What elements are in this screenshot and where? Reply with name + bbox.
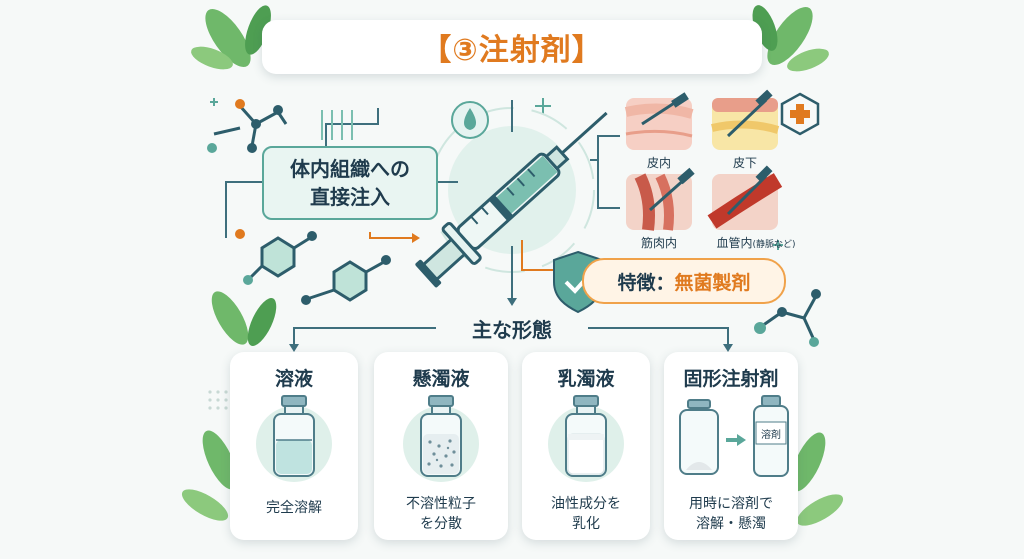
feature-value: 無菌製剤 [674, 271, 751, 294]
feature-pill: 特徴：無菌製剤 [582, 258, 786, 304]
forms-heading: 主な形態 [440, 314, 584, 342]
medical-cross-icon [780, 92, 820, 136]
form-card-caption-line-2: 溶解・懸濁 [696, 516, 766, 532]
molecule-icon-top-left [207, 99, 288, 153]
form-card-caption: 不溶性粒子 を分散 [374, 494, 508, 534]
page-title: 【③注射剤】 [421, 33, 603, 68]
route-label-intradermal: 皮内 [646, 156, 671, 170]
form-card-solid: 固形注射剤 溶剤 用時に溶剤で 溶解・懸濁 [664, 352, 798, 540]
leaf-decoration-top-left [191, 5, 271, 70]
vial-emulsion-icon [548, 395, 624, 482]
concept-line-1: 体内組織への [290, 157, 410, 181]
form-card-solution: 溶液 完全溶解 [230, 352, 358, 540]
form-card-caption-line-2: 乳化 [572, 516, 600, 532]
leaf-decoration-bottom-left [181, 430, 238, 521]
concept-line-2: 直接注入 [310, 185, 390, 209]
concept-box: 体内組織への 直接注入 [262, 146, 438, 220]
dot-grid-decoration [208, 390, 228, 410]
form-card-title: 乳濁液 [557, 368, 615, 390]
form-card-caption-line-1: 不溶性粒子 [406, 496, 476, 512]
route-label-subcutaneous: 皮下 [732, 156, 757, 170]
form-card-caption-line-1: 油性成分を [551, 496, 621, 512]
water-drop-icon [451, 101, 489, 139]
form-card-caption-line-2: を分散 [420, 516, 462, 532]
form-card-title: 懸濁液 [412, 368, 470, 390]
form-card-suspension: 懸濁液 不溶性粒子 を分散 [374, 352, 508, 540]
leaf-decoration-left [211, 291, 277, 346]
route-intramuscular-illustration [626, 167, 695, 231]
connector-lines [225, 100, 733, 352]
route-label-intravenous: 血管内(静脈など) [700, 234, 812, 251]
vial-solution-icon [256, 395, 332, 482]
form-card-emulsion: 乳濁液 油性成分を 乳化 [522, 352, 650, 540]
form-card-caption: 完全溶解 [266, 500, 322, 516]
form-card-caption: 用時に溶剤で 溶解・懸濁 [664, 494, 798, 534]
form-card-caption: 油性成分を 乳化 [522, 494, 650, 534]
solvent-label: 溶剤 [761, 430, 781, 441]
feature-label: 特徴： [617, 271, 675, 294]
route-subcutaneous-illustration [711, 89, 780, 150]
form-card-title: 固形注射剤 [683, 368, 779, 390]
route-label-intravenous-main: 血管内 [716, 236, 753, 250]
molecule-icon-left [235, 229, 391, 305]
title-card: 【③注射剤】 [262, 20, 762, 74]
leaf-decoration-top-right [752, 5, 829, 72]
leaf-decoration-bottom-right [790, 432, 844, 526]
vial-suspension-icon [403, 395, 479, 482]
route-label-intramuscular: 筋肉内 [640, 236, 677, 250]
route-label-intravenous-note: (静脈など) [752, 240, 796, 250]
molecule-icon-right [754, 289, 821, 347]
syringe-icon [415, 111, 608, 288]
form-card-caption-line-1: 用時に溶剤で [689, 496, 773, 512]
vial-solid-and-solvent-icon [679, 395, 789, 477]
route-intravenous-illustration [707, 165, 783, 230]
form-card-title: 溶液 [274, 368, 313, 390]
route-intradermal-illustration [624, 92, 694, 150]
